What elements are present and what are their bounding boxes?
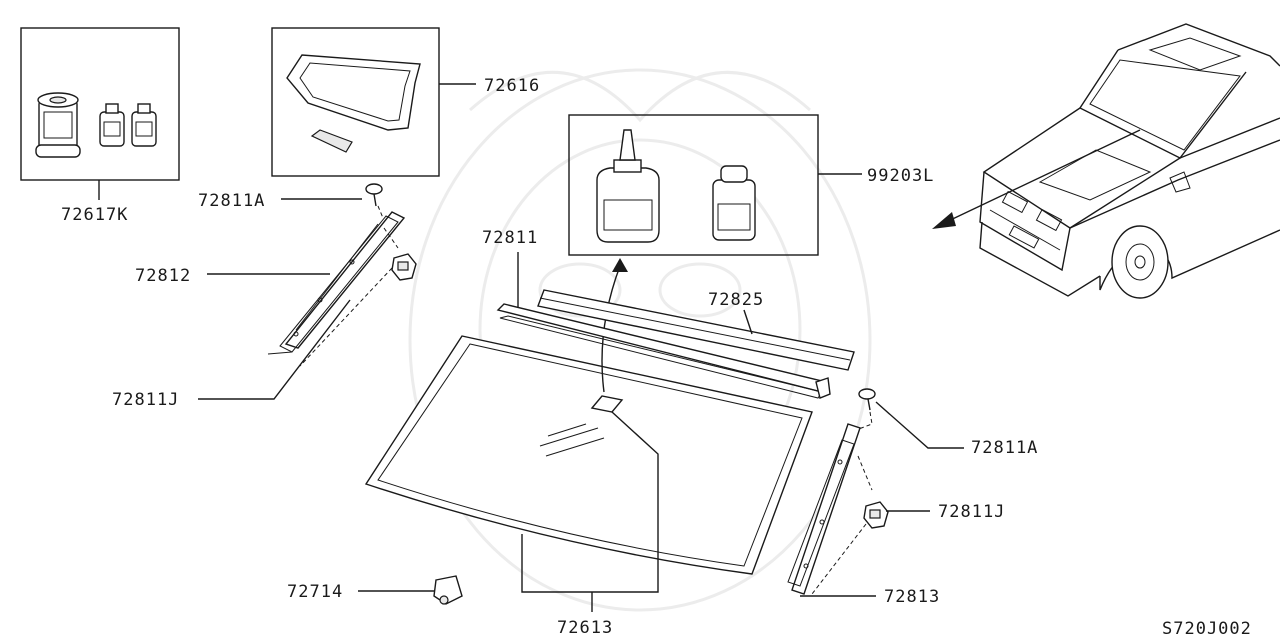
label-72811J-left[interactable]: 72811J [112,390,179,410]
upper-molding-72811[interactable] [496,303,831,399]
label-72811J-right[interactable]: 72811J [938,502,1005,522]
label-72714[interactable]: 72714 [287,582,343,602]
clip-72811A-right[interactable] [858,388,876,411]
kit-72617K[interactable] [20,27,180,181]
label-72811A-right[interactable]: 72811A [971,438,1038,458]
label-72813[interactable]: 72813 [884,587,940,607]
windshield-glass-72613[interactable] [364,335,813,575]
label-72811[interactable]: 72811 [482,228,538,248]
label-72617K[interactable]: 72617K [61,205,128,225]
label-72616[interactable]: 72616 [484,76,540,96]
clip-72714[interactable] [433,575,463,605]
pillar-molding-72813-right[interactable] [787,423,861,595]
label-72811A-left[interactable]: 72811A [198,191,265,211]
pillar-molding-72812-left[interactable] [267,211,406,355]
label-72812[interactable]: 72812 [135,266,191,286]
vehicle-illustration [979,23,1280,299]
seal-kit-72616[interactable] [271,27,440,177]
clip-72811A-left[interactable] [365,183,383,207]
fastener-72811J-left[interactable] [391,253,417,281]
label-99203L[interactable]: 99203L [867,166,934,186]
fastener-72811J-right[interactable] [863,501,889,529]
arrow-head-icon [932,212,956,229]
primer-kit-99203L[interactable] [568,114,819,256]
label-72613[interactable]: 72613 [557,618,613,638]
label-72825[interactable]: 72825 [708,290,764,310]
diagram-code: S720J002 [1162,619,1252,638]
